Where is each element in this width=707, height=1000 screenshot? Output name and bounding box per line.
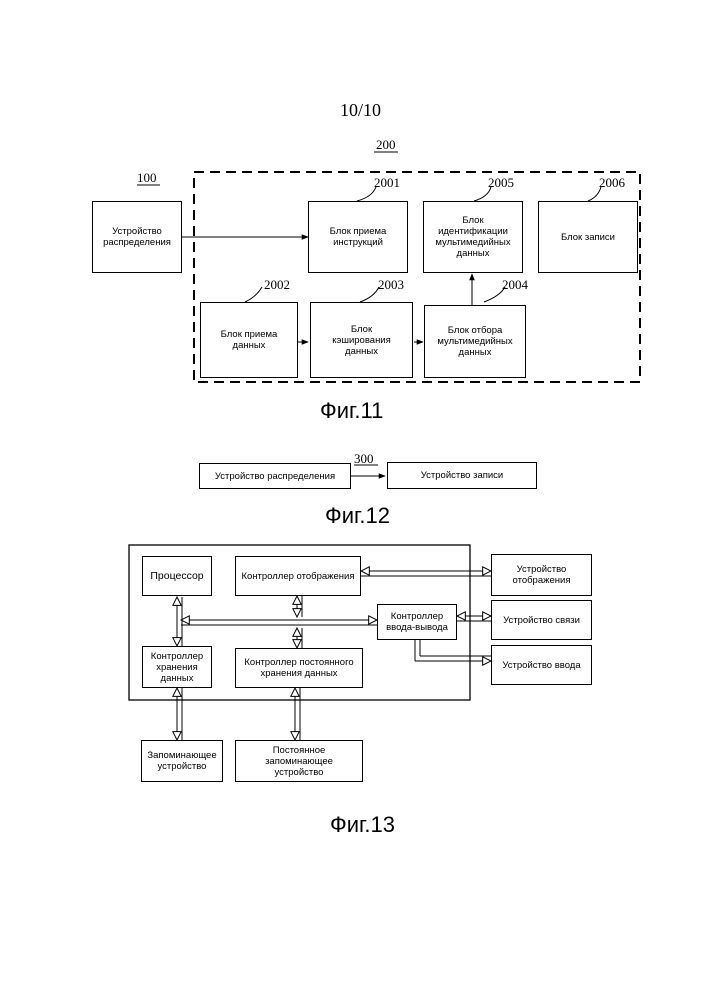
- processor-box: Процессор: [142, 556, 212, 596]
- block-2004: Блок отбора мультимедийных данных: [424, 305, 526, 378]
- block-2001: Блок приема инструкций: [308, 201, 408, 273]
- fig12-recording-device-label: Устройство записи: [421, 470, 504, 481]
- fig12-distribution-device: Устройство распределения: [199, 463, 351, 489]
- ref-2002: 2002: [264, 277, 290, 293]
- ref-200: 200: [376, 137, 396, 153]
- input-device-box: Устройство ввода: [491, 645, 592, 685]
- memory-device-box: Запоминающее устройство: [141, 740, 223, 782]
- block-2003-label: Блок кэширования данных: [332, 324, 391, 357]
- block-2002: Блок приема данных: [200, 302, 298, 378]
- fig12-distribution-device-label: Устройство распределения: [215, 471, 335, 482]
- display-device-label: Устройство отображения: [513, 564, 571, 586]
- ref-2006: 2006: [599, 175, 625, 191]
- persistent-controller-label: Контроллер постоянного хранения данных: [244, 657, 353, 679]
- display-controller-label: Контроллер отображения: [241, 571, 354, 582]
- ref-100: 100: [137, 170, 157, 186]
- block-2005: Блок идентификации мультимедийных данных: [423, 201, 523, 273]
- leader-2002: [245, 287, 262, 302]
- display-device-box: Устройство отображения: [491, 554, 592, 596]
- fig11-caption: Фиг.11: [320, 398, 383, 424]
- distribution-device-label: Устройство распределения: [103, 226, 171, 248]
- processor-label: Процессор: [150, 571, 203, 582]
- fig12-caption: Фиг.12: [325, 503, 390, 529]
- comm-device-box: Устройство связи: [491, 600, 592, 640]
- persistent-controller-box: Контроллер постоянного хранения данных: [235, 648, 363, 688]
- block-2001-label: Блок приема инструкций: [330, 226, 387, 248]
- persistent-memory-label: Постоянное запоминающее устройство: [238, 745, 360, 778]
- input-device-label: Устройство ввода: [502, 660, 580, 671]
- fig12-recording-device: Устройство записи: [387, 462, 537, 489]
- block-2005-label: Блок идентификации мультимедийных данных: [435, 215, 510, 259]
- ref-2004: 2004: [502, 277, 528, 293]
- block-2002-label: Блок приема данных: [221, 329, 278, 351]
- block-2006: Блок записи: [538, 201, 638, 273]
- storage-controller-label: Контроллер хранения данных: [151, 651, 203, 684]
- io-controller-label: Контроллер ввода-вывода: [386, 611, 448, 633]
- memory-device-label: Запоминающее устройство: [147, 750, 216, 772]
- block-2006-label: Блок записи: [561, 232, 615, 243]
- ref-300: 300: [354, 451, 374, 467]
- ref-2005: 2005: [488, 175, 514, 191]
- leader-2003: [360, 287, 379, 302]
- comm-device-label: Устройство связи: [503, 615, 580, 626]
- distribution-device-box: Устройство распределения: [92, 201, 182, 273]
- fig13-caption: Фиг.13: [330, 812, 395, 838]
- ref-2003: 2003: [378, 277, 404, 293]
- ref-2001: 2001: [374, 175, 400, 191]
- display-controller-box: Контроллер отображения: [235, 556, 361, 596]
- persistent-memory-box: Постоянное запоминающее устройство: [235, 740, 363, 782]
- storage-controller-box: Контроллер хранения данных: [142, 646, 212, 688]
- block-2003: Блок кэширования данных: [310, 302, 413, 378]
- io-controller-box: Контроллер ввода-вывода: [377, 604, 457, 640]
- block-2004-label: Блок отбора мультимедийных данных: [437, 325, 512, 358]
